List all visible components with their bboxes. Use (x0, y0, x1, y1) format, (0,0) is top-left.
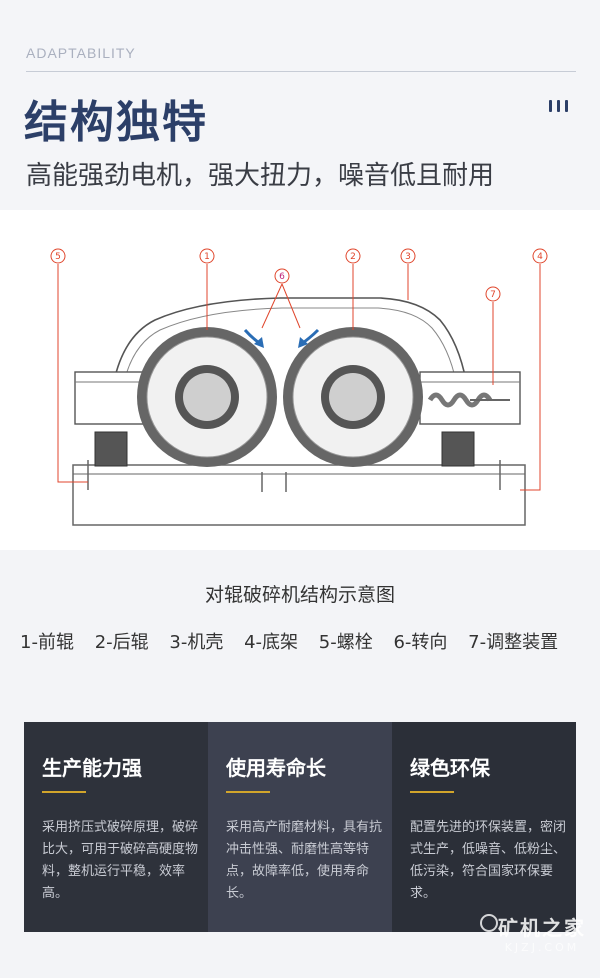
callout-circle-6 (274, 268, 290, 284)
feature-card-title: 使用寿命长 (226, 756, 326, 780)
feature-card-accent (42, 791, 86, 793)
site-watermark: 矿机之家 KJZJ.COM (480, 912, 586, 954)
callout-5-label: 5 (55, 252, 61, 262)
leader-6b (281, 283, 301, 329)
legend-item: 5-螺栓 (318, 632, 373, 653)
legend-item: 6-转向 (393, 632, 448, 653)
legend-item: 3-机壳 (169, 632, 224, 653)
legend-item: 2-后辊 (94, 632, 149, 653)
legend-item: 1-前辊 (20, 632, 74, 653)
base-frame (72, 464, 526, 526)
leader-4 (520, 264, 541, 491)
housing-outline (109, 297, 471, 411)
callout-6-label: 6 (279, 272, 285, 282)
callout-2-label: 2 (350, 252, 356, 262)
housing-inner (119, 307, 461, 409)
feature-card-body: 配置先进的环保装置，密闭式生产，低噪音、低粉尘、低污染，符合国家环保要求。 (410, 820, 567, 901)
section-title: 结构独特 (24, 97, 208, 148)
header-divider (26, 71, 576, 72)
watermark-name: 矿机之家 (498, 916, 586, 940)
callout-circle-2 (345, 248, 361, 264)
callout-7-label: 7 (490, 290, 496, 300)
feature-cards: 生产能力强 采用挤压式破碎原理，破碎比大，可用于破碎高硬度物料，整机运行平稳，效… (24, 722, 576, 932)
callout-circle-4 (532, 248, 548, 264)
left-rail (74, 371, 146, 425)
legend-item: 7-调整装置 (468, 632, 559, 653)
parts-legend: 1-前辊 2-后辊 3-机壳 4-底架 5-螺栓 6-转向 7-调整装置 (20, 628, 590, 654)
feature-card-body: 采用挤压式破碎原理，破碎比大，可用于破碎高硬度物料，整机运行平稳，效率高。 (42, 820, 199, 901)
right-rail (419, 371, 521, 425)
feature-card-lifespan: 使用寿命长 采用高产耐磨材料，具有抗冲击性强、耐磨性高等特点，故障率低，使用寿命… (208, 722, 392, 932)
arrow-right-head (298, 337, 308, 348)
front-roller-shaft (183, 373, 231, 421)
feature-card-eco: 绿色环保 配置先进的环保装置，密闭式生产，低噪音、低粉尘、低污染，符合国家环保要… (392, 722, 576, 932)
leader-5 (57, 264, 88, 483)
arrow-left-head (254, 337, 264, 348)
crusher-diagram: 5 1 2 3 4 6 7 (0, 210, 600, 550)
feature-card-title: 生产能力强 (42, 756, 142, 780)
legend-item: 4-底架 (244, 632, 299, 653)
diagram-caption: 对辊破碎机结构示意图 (204, 584, 395, 606)
adjust-spring (427, 392, 493, 408)
callout-circle-5 (50, 248, 66, 264)
callout-circle-1 (199, 248, 215, 264)
crusher-diagram-svg: 5 1 2 3 4 6 7 (50, 248, 548, 526)
watermark-domain: KJZJ.COM (504, 941, 580, 954)
callout-circle-7 (485, 286, 501, 302)
callout-circle-3 (400, 248, 416, 264)
feature-card-title: 绿色环保 (410, 756, 490, 780)
feature-card-accent (410, 791, 454, 793)
callout-4-label: 4 (537, 252, 543, 262)
rear-roller-shaft (329, 373, 377, 421)
feature-card-body: 采用高产耐磨材料，具有抗冲击性强、耐磨性高等特点，故障率低，使用寿命长。 (226, 820, 383, 901)
right-support (441, 431, 475, 467)
callout-3-label: 3 (405, 252, 411, 262)
callout-1-label: 1 (204, 252, 210, 262)
left-support (94, 431, 128, 467)
eyebrow-text: ADAPTABILITY (26, 45, 136, 61)
leader-6a (261, 283, 283, 329)
section-subtitle: 高能强劲电机，强大扭力，噪音低且耐用 (26, 161, 495, 191)
feature-card-accent (226, 791, 270, 793)
decorative-bars-icon (549, 97, 573, 116)
watermark-logo-icon (480, 914, 498, 932)
feature-card-capacity: 生产能力强 采用挤压式破碎原理，破碎比大，可用于破碎高硬度物料，整机运行平稳，效… (24, 722, 208, 932)
header-section: ADAPTABILITY 结构独特 高能强劲电机，强大扭力，噪音低且耐用 (0, 0, 600, 210)
